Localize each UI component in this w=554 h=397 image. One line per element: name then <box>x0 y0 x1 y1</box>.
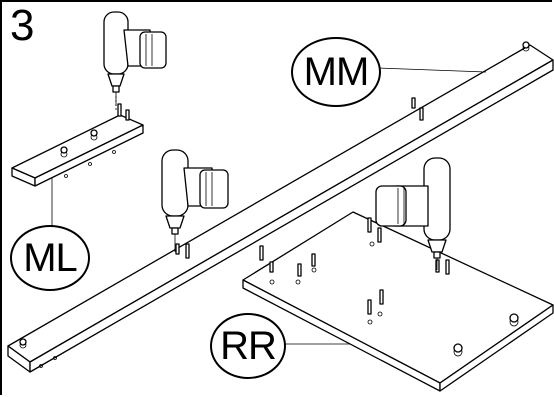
callout-leaders <box>51 67 487 345</box>
callout-rr-label: RR <box>220 323 277 368</box>
dowel-icon <box>117 97 450 315</box>
panel-rr <box>242 211 554 392</box>
callout-ml: ML <box>10 225 90 291</box>
step-number: 3 <box>10 1 35 50</box>
cam-lock-icon <box>19 41 530 353</box>
callout-mm: MM <box>291 37 381 107</box>
power-drill-icon <box>103 11 167 110</box>
panel-ml <box>11 114 144 187</box>
panel-mm <box>7 44 554 373</box>
callout-mm-label: MM <box>303 49 370 94</box>
callout-rr: RR <box>210 313 286 379</box>
power-drill-icon <box>375 157 451 270</box>
callout-ml-label: ML <box>23 235 78 280</box>
power-drill-icon <box>161 149 229 252</box>
